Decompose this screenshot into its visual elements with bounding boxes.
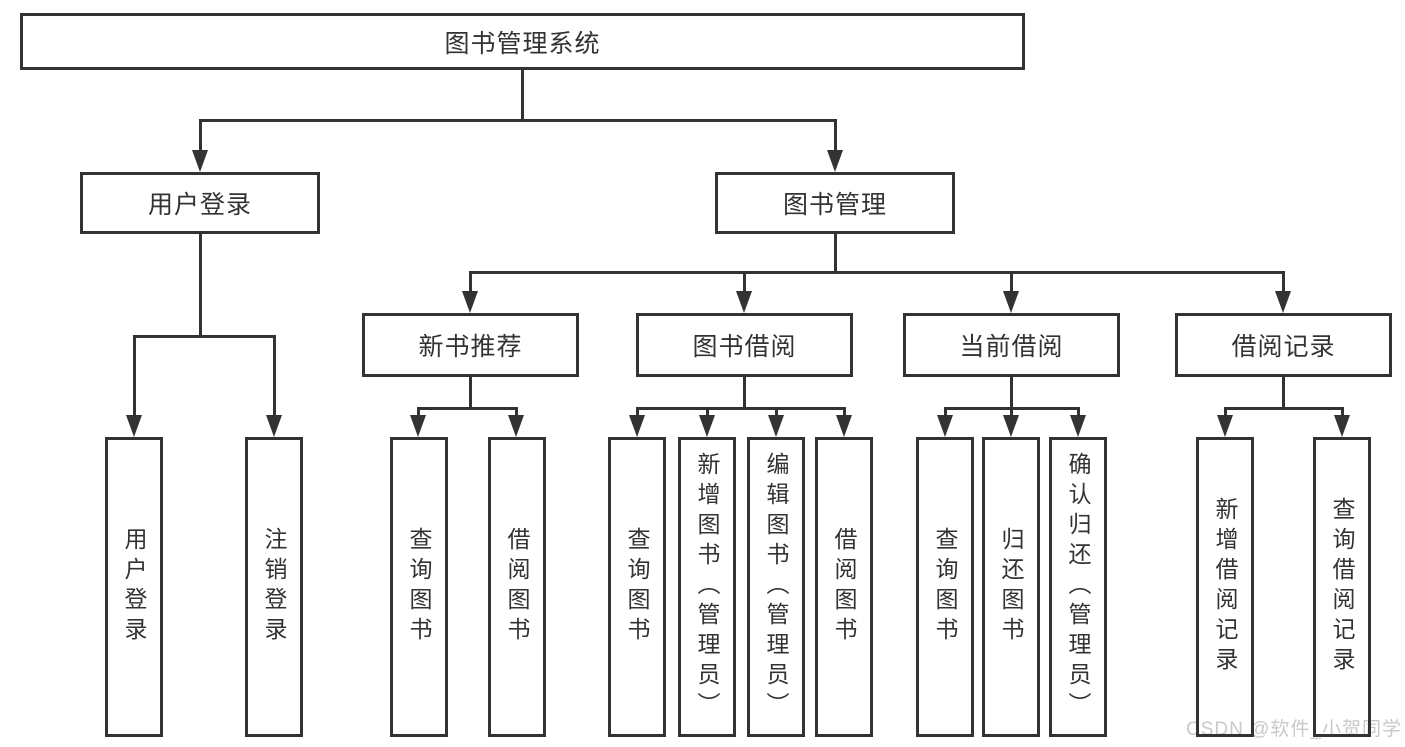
- leaf-recommend-query-books-label: 查询图书: [406, 527, 432, 647]
- node-book-management-system: 图书管理系统: [20, 13, 1025, 70]
- leaf-confirm-return-admin: 确认归还（管理员）: [1049, 437, 1107, 737]
- leaf-edit-book-admin-label: 编辑图书（管理员）: [763, 452, 789, 722]
- leaf-add-book-admin-label: 新增图书（管理员）: [694, 452, 720, 722]
- connector-userlogin-rail: [133, 335, 276, 338]
- arrow-down-icon: [699, 415, 715, 437]
- node-borrow-records: 借阅记录: [1175, 313, 1392, 377]
- connector-borrow-drop-3: [775, 407, 778, 417]
- arrow-down-icon: [1275, 291, 1291, 313]
- connector-current-drop-1: [944, 407, 947, 417]
- connector-bookmgmt-rail: [470, 271, 1285, 274]
- arrow-down-icon: [266, 415, 282, 437]
- connector-bookmgmt-stem: [834, 234, 837, 274]
- node-user-login: 用户登录: [80, 172, 320, 234]
- connector-borrow-drop-1: [636, 407, 639, 417]
- arrow-down-icon: [1334, 415, 1350, 437]
- connector-userlogin-stem: [199, 234, 202, 337]
- leaf-logout-label: 注销登录: [261, 527, 287, 647]
- connector-root-drop-left: [199, 119, 202, 153]
- arrow-down-icon: [937, 415, 953, 437]
- leaf-query-borrow-record-label: 查询借阅记录: [1329, 497, 1355, 677]
- arrow-down-icon: [768, 415, 784, 437]
- connector-borrow-rail: [636, 407, 846, 410]
- connector-records-rail: [1224, 407, 1344, 410]
- leaf-borrow-query-books-label: 查询图书: [624, 527, 650, 647]
- leaf-add-borrow-record-label: 新增借阅记录: [1212, 497, 1238, 677]
- leaf-recommend-query-books: 查询图书: [390, 437, 448, 737]
- arrow-down-icon: [629, 415, 645, 437]
- connector-current-stem: [1010, 377, 1013, 409]
- connector-recommend-rail: [417, 407, 518, 410]
- connector-records-drop-1: [1224, 407, 1227, 417]
- leaf-add-borrow-record: 新增借阅记录: [1196, 437, 1254, 737]
- connector-borrow-stem: [743, 377, 746, 409]
- leaf-return-book-label: 归还图书: [998, 527, 1024, 647]
- node-book-management-system-label: 图书管理系统: [444, 29, 601, 58]
- arrow-down-icon: [827, 150, 843, 172]
- leaf-add-book-admin: 新增图书（管理员）: [678, 437, 736, 737]
- connector-records-drop-2: [1341, 407, 1344, 417]
- node-current-borrow: 当前借阅: [903, 313, 1120, 377]
- connector-borrow-drop-4: [843, 407, 846, 417]
- leaf-query-borrow-record: 查询借阅记录: [1313, 437, 1371, 737]
- connector-recommend-drop-2: [515, 407, 518, 417]
- leaf-borrow-books-label: 借阅图书: [831, 527, 857, 647]
- arrow-down-icon: [126, 415, 142, 437]
- arrow-down-icon: [1003, 291, 1019, 313]
- connector-root-stem: [521, 70, 524, 120]
- connector-root-drop-right: [834, 119, 837, 153]
- leaf-logout: 注销登录: [245, 437, 303, 737]
- leaf-edit-book-admin: 编辑图书（管理员）: [747, 437, 805, 737]
- connector-current-drop-3: [1077, 407, 1080, 417]
- leaf-return-book: 归还图书: [982, 437, 1040, 737]
- node-book-borrow: 图书借阅: [636, 313, 853, 377]
- arrow-down-icon: [462, 291, 478, 313]
- connector-current-drop-2: [1010, 407, 1013, 417]
- arrow-down-icon: [508, 415, 524, 437]
- connector-bookmgmt-drop-2: [743, 271, 746, 293]
- connector-recommend-drop-1: [417, 407, 420, 417]
- connector-records-stem: [1282, 377, 1285, 409]
- leaf-borrow-query-books: 查询图书: [608, 437, 666, 737]
- connector-bookmgmt-drop-4: [1282, 271, 1285, 293]
- arrow-down-icon: [410, 415, 426, 437]
- leaf-user-login: 用户登录: [105, 437, 163, 737]
- arrow-down-icon: [1003, 415, 1019, 437]
- leaf-borrow-books: 借阅图书: [815, 437, 873, 737]
- node-current-borrow-label: 当前借阅: [959, 333, 1064, 361]
- arrow-down-icon: [1070, 415, 1086, 437]
- node-user-login-label: 用户登录: [147, 191, 252, 219]
- arrow-down-icon: [836, 415, 852, 437]
- leaf-current-query-books-label: 查询图书: [932, 527, 958, 647]
- connector-userlogin-drop-1: [133, 335, 136, 416]
- connector-borrow-drop-2: [706, 407, 709, 417]
- connector-bookmgmt-drop-3: [1010, 271, 1013, 293]
- node-book-borrow-label: 图书借阅: [692, 333, 797, 361]
- arrow-down-icon: [1217, 415, 1233, 437]
- node-new-book-recommend: 新书推荐: [362, 313, 579, 377]
- leaf-confirm-return-admin-label: 确认归还（管理员）: [1065, 452, 1091, 722]
- leaf-recommend-borrow-books-label: 借阅图书: [504, 527, 530, 647]
- connector-bookmgmt-drop-1: [469, 271, 472, 293]
- leaf-user-login-label: 用户登录: [121, 527, 147, 647]
- connector-userlogin-drop-2: [273, 335, 276, 416]
- node-book-management: 图书管理: [715, 172, 955, 234]
- arrow-down-icon: [736, 291, 752, 313]
- node-book-management-label: 图书管理: [782, 191, 887, 219]
- connector-recommend-stem: [469, 377, 472, 409]
- leaf-recommend-borrow-books: 借阅图书: [488, 437, 546, 737]
- arrow-down-icon: [192, 150, 208, 172]
- connector-root-rail: [199, 119, 837, 122]
- node-borrow-records-label: 借阅记录: [1231, 333, 1336, 361]
- leaf-current-query-books: 查询图书: [916, 437, 974, 737]
- node-new-book-recommend-label: 新书推荐: [418, 333, 523, 361]
